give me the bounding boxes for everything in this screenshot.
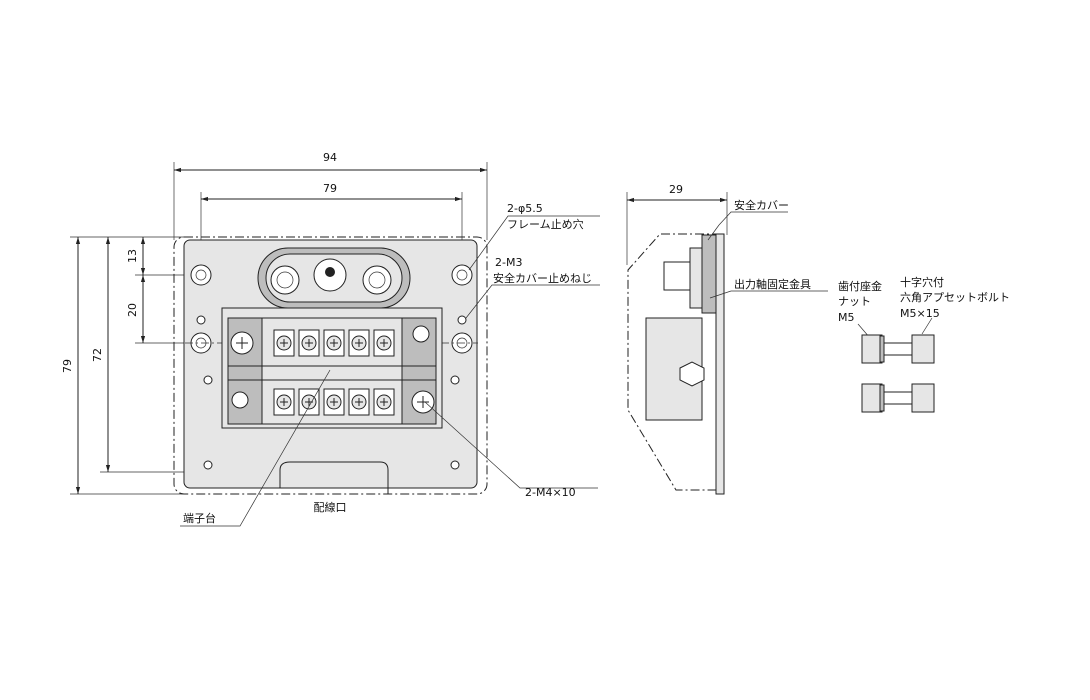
cross-slot-icon [380,339,388,347]
wiring-port [279,461,389,494]
side-plate [715,233,725,495]
cross-slot-icon [330,339,338,347]
extension-lines [70,162,488,495]
cross-slot-icon [355,398,363,406]
cover-screw-size-label: 2-M3 [495,256,522,269]
cross-slot-icon [355,339,363,347]
cross-slot-icon [330,398,338,406]
bolt-label-1: 十字穴付 [900,275,944,289]
cross-slot-icon [280,398,288,406]
cover-screw-label: 安全カバー止めねじ [493,271,592,285]
bolt-label-2: 六角アプセットボルト [900,291,1010,304]
dimension-lines [75,167,487,494]
wiring-port-label: 配線口 [314,500,347,514]
front-view: 94 79 79 72 13 20 [61,151,600,527]
nut-label-2: ナット [838,295,871,308]
dim-72: 72 [91,348,104,362]
safety-cover-outline [173,236,488,495]
nut-label-3: M5 [838,311,855,324]
dim-20: 20 [126,303,139,317]
nut-label-1: 歯付座金 [838,279,882,293]
safety-cover-label: 安全カバー [734,198,789,212]
leader-lines [180,215,600,527]
shaft-bracket-label: 出力軸固定金具 [734,277,811,291]
cross-slot-icon [280,339,288,347]
bolt-assembly-1 [861,334,935,364]
cross-slot-icon [380,398,388,406]
nut-right [362,265,392,295]
nut-left [270,265,300,295]
terminal-block-label: 端子台 [183,511,216,525]
side-nut [663,261,691,291]
terminal-screw-label: 2-M4×10 [525,486,576,499]
frame-hole-label: フレーム止め穴 [507,217,584,231]
bolt-assembly-2 [861,383,935,413]
hardware: 歯付座金 ナット M5 十字穴付 六角アプセットボルト M5×15 [838,275,1010,413]
frame-hole-size-label: 2-φ5.5 [507,202,543,215]
terminal-screws [273,329,395,416]
dim-79-vertical: 79 [61,359,74,373]
shaft-bracket [701,234,717,314]
dim-13: 13 [126,249,139,263]
mounting-holes [185,264,478,470]
cross-slot-icon [305,339,313,347]
bolt-label-3: M5×15 [900,307,940,320]
dim-29: 29 [669,183,683,196]
side-view: 29 安全カバー 出力軸固定金具 [626,183,828,495]
dim-79-horizontal: 79 [323,182,337,195]
dim-94: 94 [323,151,337,164]
